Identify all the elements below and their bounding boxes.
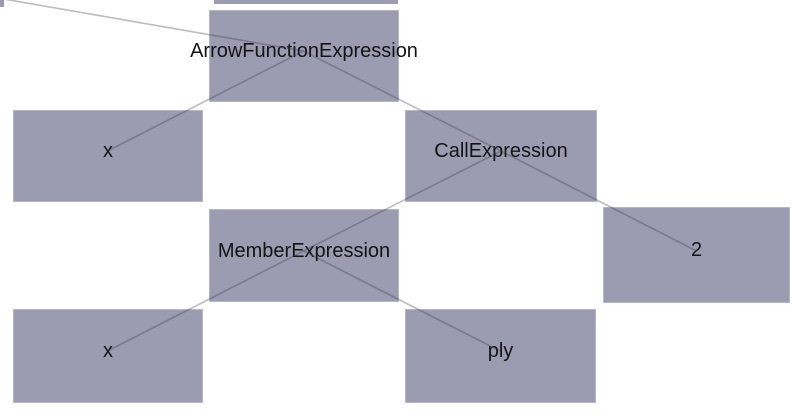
node-label: x	[103, 140, 113, 162]
node-call-expression[interactable]: CallExpression	[405, 110, 597, 202]
node-label: ply	[487, 340, 514, 362]
node-member-expression[interactable]: MemberExpression	[209, 209, 399, 302]
node-object-x[interactable]: x	[13, 309, 203, 403]
node-label: ArrowFunctionExpression	[190, 40, 418, 62]
node-cropped-node-top	[214, 0, 398, 4]
node-property-ply[interactable]: ply	[405, 309, 596, 403]
node-cropped-node-top-left	[0, 0, 4, 7]
node-label: MemberExpression	[217, 239, 391, 262]
node-arrow-function-expression[interactable]: ArrowFunctionExpression	[190, 10, 418, 102]
node-label: CallExpression	[434, 140, 568, 162]
node-param-x[interactable]: x	[13, 110, 203, 202]
node-label: 2	[690, 239, 703, 261]
node-literal-2[interactable]: 2	[603, 207, 790, 303]
node-label: x	[103, 340, 113, 362]
